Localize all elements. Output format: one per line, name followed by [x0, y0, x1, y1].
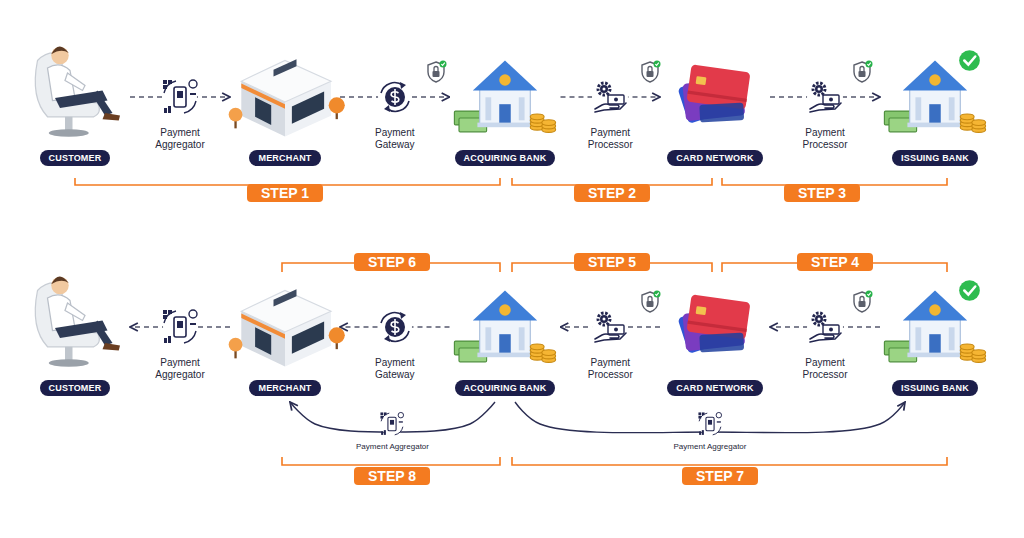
secure-badge: [854, 61, 873, 83]
entity-node: ISSUING BANK: [880, 287, 990, 402]
entity-label: ISSUING BANK: [892, 150, 978, 166]
card-stack: [677, 64, 750, 124]
entity-node: CARD NETWORK: [660, 57, 770, 172]
entity-node: CUSTOMER: [20, 287, 130, 402]
step-badge: STEP 8: [354, 467, 430, 485]
step-bracket: [282, 457, 500, 465]
bank-building: [454, 61, 555, 133]
connector-label: Payment Aggregator: [143, 357, 217, 381]
aggregator-icon: [163, 80, 197, 114]
merchant-shop: [229, 59, 345, 136]
secure-badge: [854, 291, 873, 313]
connector-label: Payment Aggregator: [672, 442, 749, 452]
aggregator-icon: [380, 412, 403, 435]
entity-node: CUSTOMER: [20, 57, 130, 172]
card-stack: [677, 294, 750, 354]
gateway-icon: [378, 310, 412, 344]
step-badge: STEP 3: [784, 184, 860, 202]
aggregator-icon: [698, 412, 721, 435]
step-bracket: [512, 457, 947, 465]
entity-node: ACQUIRING BANK: [450, 57, 561, 172]
entity-node: MERCHANT: [230, 57, 340, 172]
connector-label: Payment Processor: [788, 127, 862, 151]
processor-icon: [807, 309, 843, 345]
secure-badge: [642, 61, 661, 83]
step-badge: STEP 1: [247, 184, 323, 202]
aggregator-icon: [163, 310, 197, 344]
step-badge: STEP 6: [354, 253, 430, 271]
bank-building: [884, 50, 985, 132]
processor-icon: [807, 79, 843, 115]
customer-figure: [35, 46, 120, 136]
step-badge: STEP 2: [574, 184, 650, 202]
entity-label: ACQUIRING BANK: [455, 150, 556, 166]
entity-node: CARD NETWORK: [660, 287, 770, 402]
connector-label: Payment Processor: [788, 357, 862, 381]
merchant-shop: [229, 289, 345, 366]
entity-node: ISSUING BANK: [880, 57, 990, 172]
entity-label: ACQUIRING BANK: [455, 380, 556, 396]
connector-label: Payment Aggregator: [143, 127, 217, 151]
entity-label: MERCHANT: [249, 380, 320, 396]
bank-building: [454, 291, 555, 363]
entity-label: CUSTOMER: [40, 150, 111, 166]
connector-label: Payment Processor: [573, 127, 647, 151]
customer-figure: [35, 276, 120, 366]
connector-label: Payment Gateway: [358, 127, 432, 151]
connector-label: Payment Processor: [573, 357, 647, 381]
entity-node: MERCHANT: [230, 287, 340, 402]
secure-badge: [642, 291, 661, 313]
entity-label: MERCHANT: [249, 150, 320, 166]
processor-icon: [592, 309, 628, 345]
connector-label: Payment Aggregator: [354, 442, 431, 452]
step-badge: STEP 4: [797, 253, 873, 271]
entity-label: CUSTOMER: [40, 380, 111, 396]
connector-label: Payment Gateway: [358, 357, 432, 381]
secure-badge: [428, 61, 447, 83]
entity-label: CARD NETWORK: [667, 150, 762, 166]
gateway-icon: [378, 80, 412, 114]
bank-building: [884, 280, 985, 362]
entity-label: ISSUING BANK: [892, 380, 978, 396]
processor-icon: [592, 79, 628, 115]
entity-node: ACQUIRING BANK: [450, 287, 561, 402]
step-badge: STEP 7: [682, 467, 758, 485]
entity-label: CARD NETWORK: [667, 380, 762, 396]
step-badge: STEP 5: [574, 253, 650, 271]
